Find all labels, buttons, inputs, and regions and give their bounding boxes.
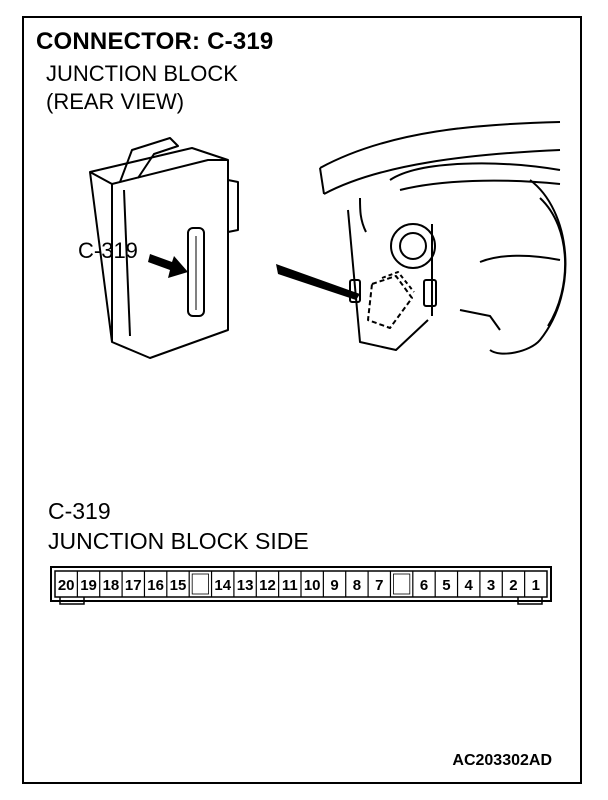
pin-19: 19 bbox=[80, 577, 97, 594]
pin-5: 5 bbox=[442, 577, 450, 594]
subtitle-line-2: (REAR VIEW) bbox=[46, 89, 185, 114]
pin-1: 1 bbox=[532, 577, 540, 594]
pin-20: 20 bbox=[58, 577, 75, 594]
dashboard-drawing bbox=[319, 121, 567, 355]
callout-arrow bbox=[148, 254, 188, 278]
pin-2: 2 bbox=[509, 577, 517, 594]
junction-block-illustration bbox=[89, 121, 567, 359]
pin-6: 6 bbox=[420, 577, 428, 594]
pin-11: 11 bbox=[282, 577, 298, 594]
component-subtitle: JUNCTION BLOCK (REAR VIEW) bbox=[46, 60, 238, 116]
pin-17: 17 bbox=[125, 577, 142, 594]
pin-9: 9 bbox=[330, 577, 338, 594]
pin-18: 18 bbox=[103, 577, 120, 594]
pin-3: 3 bbox=[487, 577, 495, 594]
diagram-frame bbox=[22, 16, 582, 784]
pin-14: 14 bbox=[214, 577, 231, 594]
connector-side-label: JUNCTION BLOCK SIDE bbox=[48, 528, 309, 554]
pin-blank bbox=[393, 573, 411, 595]
pin-12: 12 bbox=[259, 577, 276, 594]
connector-id: C-319 bbox=[48, 498, 111, 524]
pin-16: 16 bbox=[147, 577, 164, 594]
connector-title: CONNECTOR: C-319 bbox=[36, 28, 274, 55]
pin-10: 10 bbox=[304, 577, 321, 594]
pin-4: 4 bbox=[465, 577, 474, 594]
document-id: AC203302AD bbox=[452, 752, 552, 769]
locator-pointer bbox=[276, 264, 360, 300]
pin-13: 13 bbox=[237, 577, 254, 594]
pin-7: 7 bbox=[375, 577, 383, 594]
pin-15: 15 bbox=[170, 577, 187, 594]
pin-blank bbox=[191, 573, 209, 595]
junction-block-drawing bbox=[89, 137, 239, 359]
subtitle-line-1: JUNCTION BLOCK bbox=[46, 61, 238, 86]
pin-8: 8 bbox=[353, 577, 361, 594]
callout-label: C-319 bbox=[78, 238, 138, 263]
